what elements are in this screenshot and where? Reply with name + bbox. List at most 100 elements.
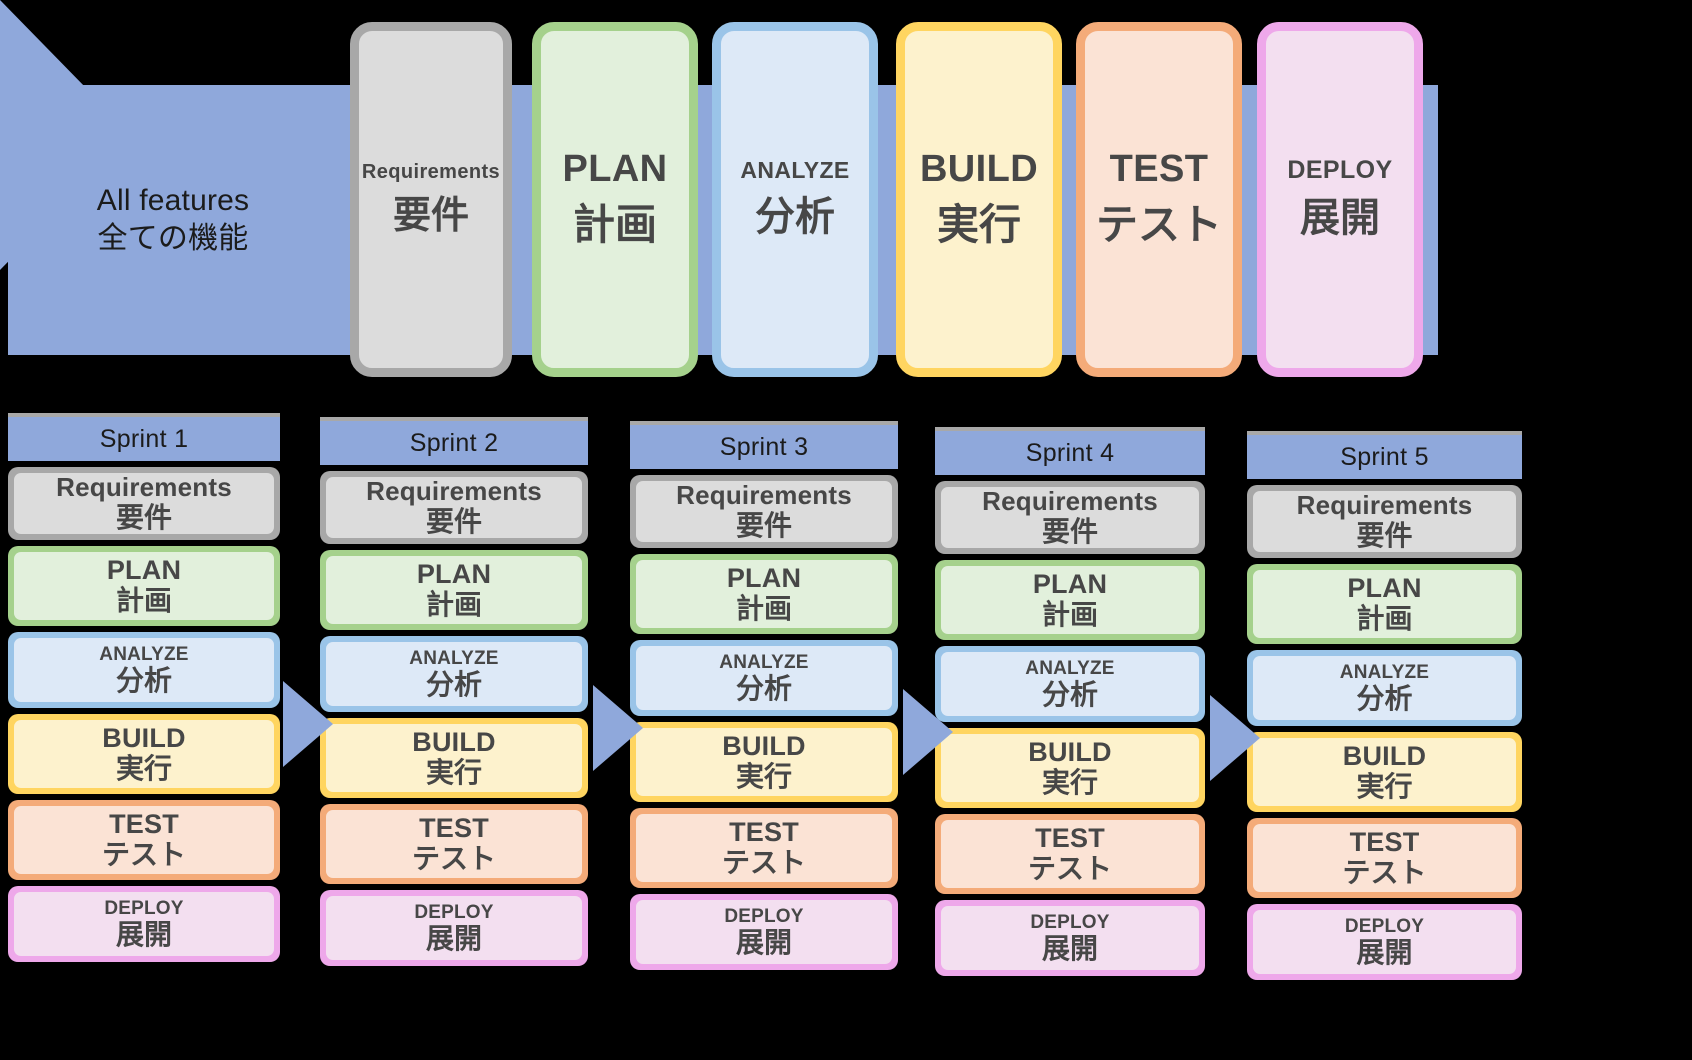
stage-label-jp: 実行 [425,757,482,789]
sprint-header-2[interactable]: Sprint 2 [320,417,588,465]
stage-label-jp: 展開 [1356,936,1413,968]
stage-label-en: ANALYZE [99,643,189,665]
sprint-header-5[interactable]: Sprint 5 [1247,431,1522,479]
stage-label-en: PLAN [416,559,492,590]
stage-label-jp: テスト [1027,853,1112,885]
sprint-header-3[interactable]: Sprint 3 [630,421,898,469]
stage-label-en: Requirements [56,472,232,503]
stage-label-en: PLAN [726,563,802,594]
stage-label-jp: 計画 [1041,599,1098,631]
stage-label-jp: 分析 [1356,682,1413,714]
stage-label-en: PLAN [106,555,182,586]
stage-label-en: TEST [109,809,179,840]
stage-label-jp: 実行 [1041,767,1098,799]
pipeline-card-label-en: DEPLOY [1287,156,1393,184]
stage-label-en: TEST [1349,827,1420,858]
stage-label-en: ANALYZE [409,647,499,669]
stage-label-jp: 要件 [1041,516,1098,548]
stage-label-en: DEPLOY [104,897,184,919]
pipeline-card-label-jp: 要件 [392,194,469,237]
stage-label-jp: 展開 [425,922,482,954]
stage-label-jp: 分析 [115,664,172,696]
stage-label-jp: 分析 [735,672,792,704]
stage-label-en: DEPLOY [724,905,804,927]
sprint-flow-arrow-icon-2 [593,685,643,771]
stage-label-en: Requirements [676,480,852,511]
stage-label-en: DEPLOY [1030,911,1110,933]
stage-label-jp: 要件 [735,510,792,542]
sprint-header-4[interactable]: Sprint 4 [935,427,1205,475]
stage-label-en: BUILD [412,727,496,758]
pipeline-card-label-en: BUILD [919,147,1039,190]
stage-label-jp: 分析 [1041,678,1098,710]
stage-label-en: BUILD [722,731,806,762]
stage-label-jp: テスト [411,843,496,875]
stage-label-en: Requirements [1296,490,1473,521]
stage-label-jp: 計画 [115,585,172,617]
stage-label-jp: 要件 [425,506,482,538]
stage-label-jp: テスト [1342,857,1427,889]
stage-label-en: PLAN [1032,569,1108,600]
stage-label-jp: 要件 [1356,520,1413,552]
stage-label-en: DEPLOY [414,901,494,923]
stage-label-jp: テスト [721,847,806,879]
stage-label-en: BUILD [102,723,186,754]
stage-label-en: BUILD [1028,737,1112,768]
pipeline-card-label-jp: 計画 [572,200,657,248]
pipeline-card-label-jp: 分析 [755,195,835,239]
stage-label-jp: 分析 [425,668,482,700]
stage-label-en: Requirements [366,476,542,507]
sprint-header-1[interactable]: Sprint 1 [8,413,280,461]
stage-label-jp: 計画 [735,593,792,625]
stage-label-jp: 計画 [1356,603,1413,635]
stage-label-en: ANALYZE [719,651,809,673]
